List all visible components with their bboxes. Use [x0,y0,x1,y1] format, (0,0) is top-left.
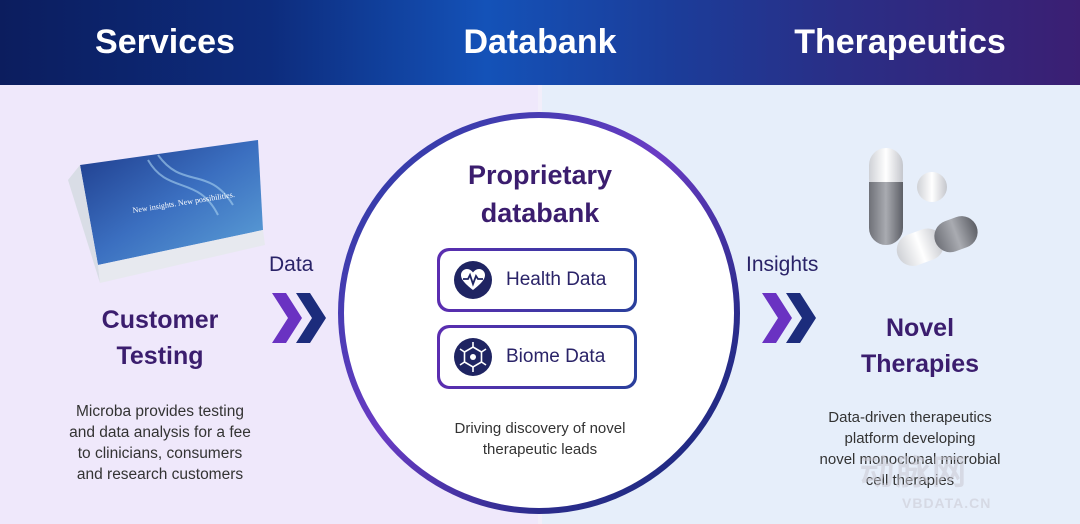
watermark-logo: 动脉网 [860,454,968,492]
desc-line: platform developing [844,430,976,447]
chevron-right-icon [762,293,816,343]
databank-circle [338,112,740,514]
novel-therapies-line1: Novel [885,314,955,342]
watermark-url: VBDATA.CN [902,495,992,511]
biome-data-item: Biome Data [437,325,637,389]
insights-flow-label: Insights [746,253,819,276]
desc-line: Driving discovery of novel [454,420,626,437]
desc-line: therapeutic leads [482,441,598,458]
desc-line: and research customers [76,466,244,483]
test-kit-box-image: New insights. New possibilities. [68,140,265,283]
health-data-label: Health Data [506,269,607,290]
capsule-pills-image [869,148,978,266]
heart-pulse-icon [454,261,492,299]
desc-line: novel monoclonal microbial [819,451,1001,468]
databank-title-line2: databank [480,198,600,228]
customer-testing-line2: Testing [116,342,204,370]
network-icon [454,338,492,376]
databank-description: Driving discovery of novel therapeutic l… [420,418,660,460]
novel-therapies-line2: Therapies [860,350,980,378]
header-services: Services [95,23,235,61]
header-bar: Services Databank Therapeutics [0,0,1080,85]
header-databank: Databank [463,23,617,61]
desc-line: and data analysis for a fee [69,424,251,441]
novel-therapies-description: Data-driven therapeutics platform develo… [790,407,1030,491]
desc-line: Microba provides testing [76,403,244,420]
biome-data-label: Biome Data [506,346,606,367]
data-flow-label: Data [269,253,314,276]
header-therapeutics: Therapeutics [794,23,1006,61]
chevron-right-icon [272,293,326,343]
proprietary-databank-title: Proprietary databank [420,156,660,232]
desc-line: cell therapies [865,472,955,489]
customer-testing-line1: Customer [101,306,219,334]
databank-title-line1: Proprietary [467,160,613,190]
desc-line: Data-driven therapeutics [828,409,992,426]
novel-therapies-title: Novel Therapies [820,310,1020,382]
customer-testing-title: Customer Testing [60,302,260,374]
customer-testing-description: Microba provides testing and data analys… [45,401,275,485]
desc-line: to clinicians, consumers [77,445,243,462]
health-data-item: Health Data [437,248,637,312]
